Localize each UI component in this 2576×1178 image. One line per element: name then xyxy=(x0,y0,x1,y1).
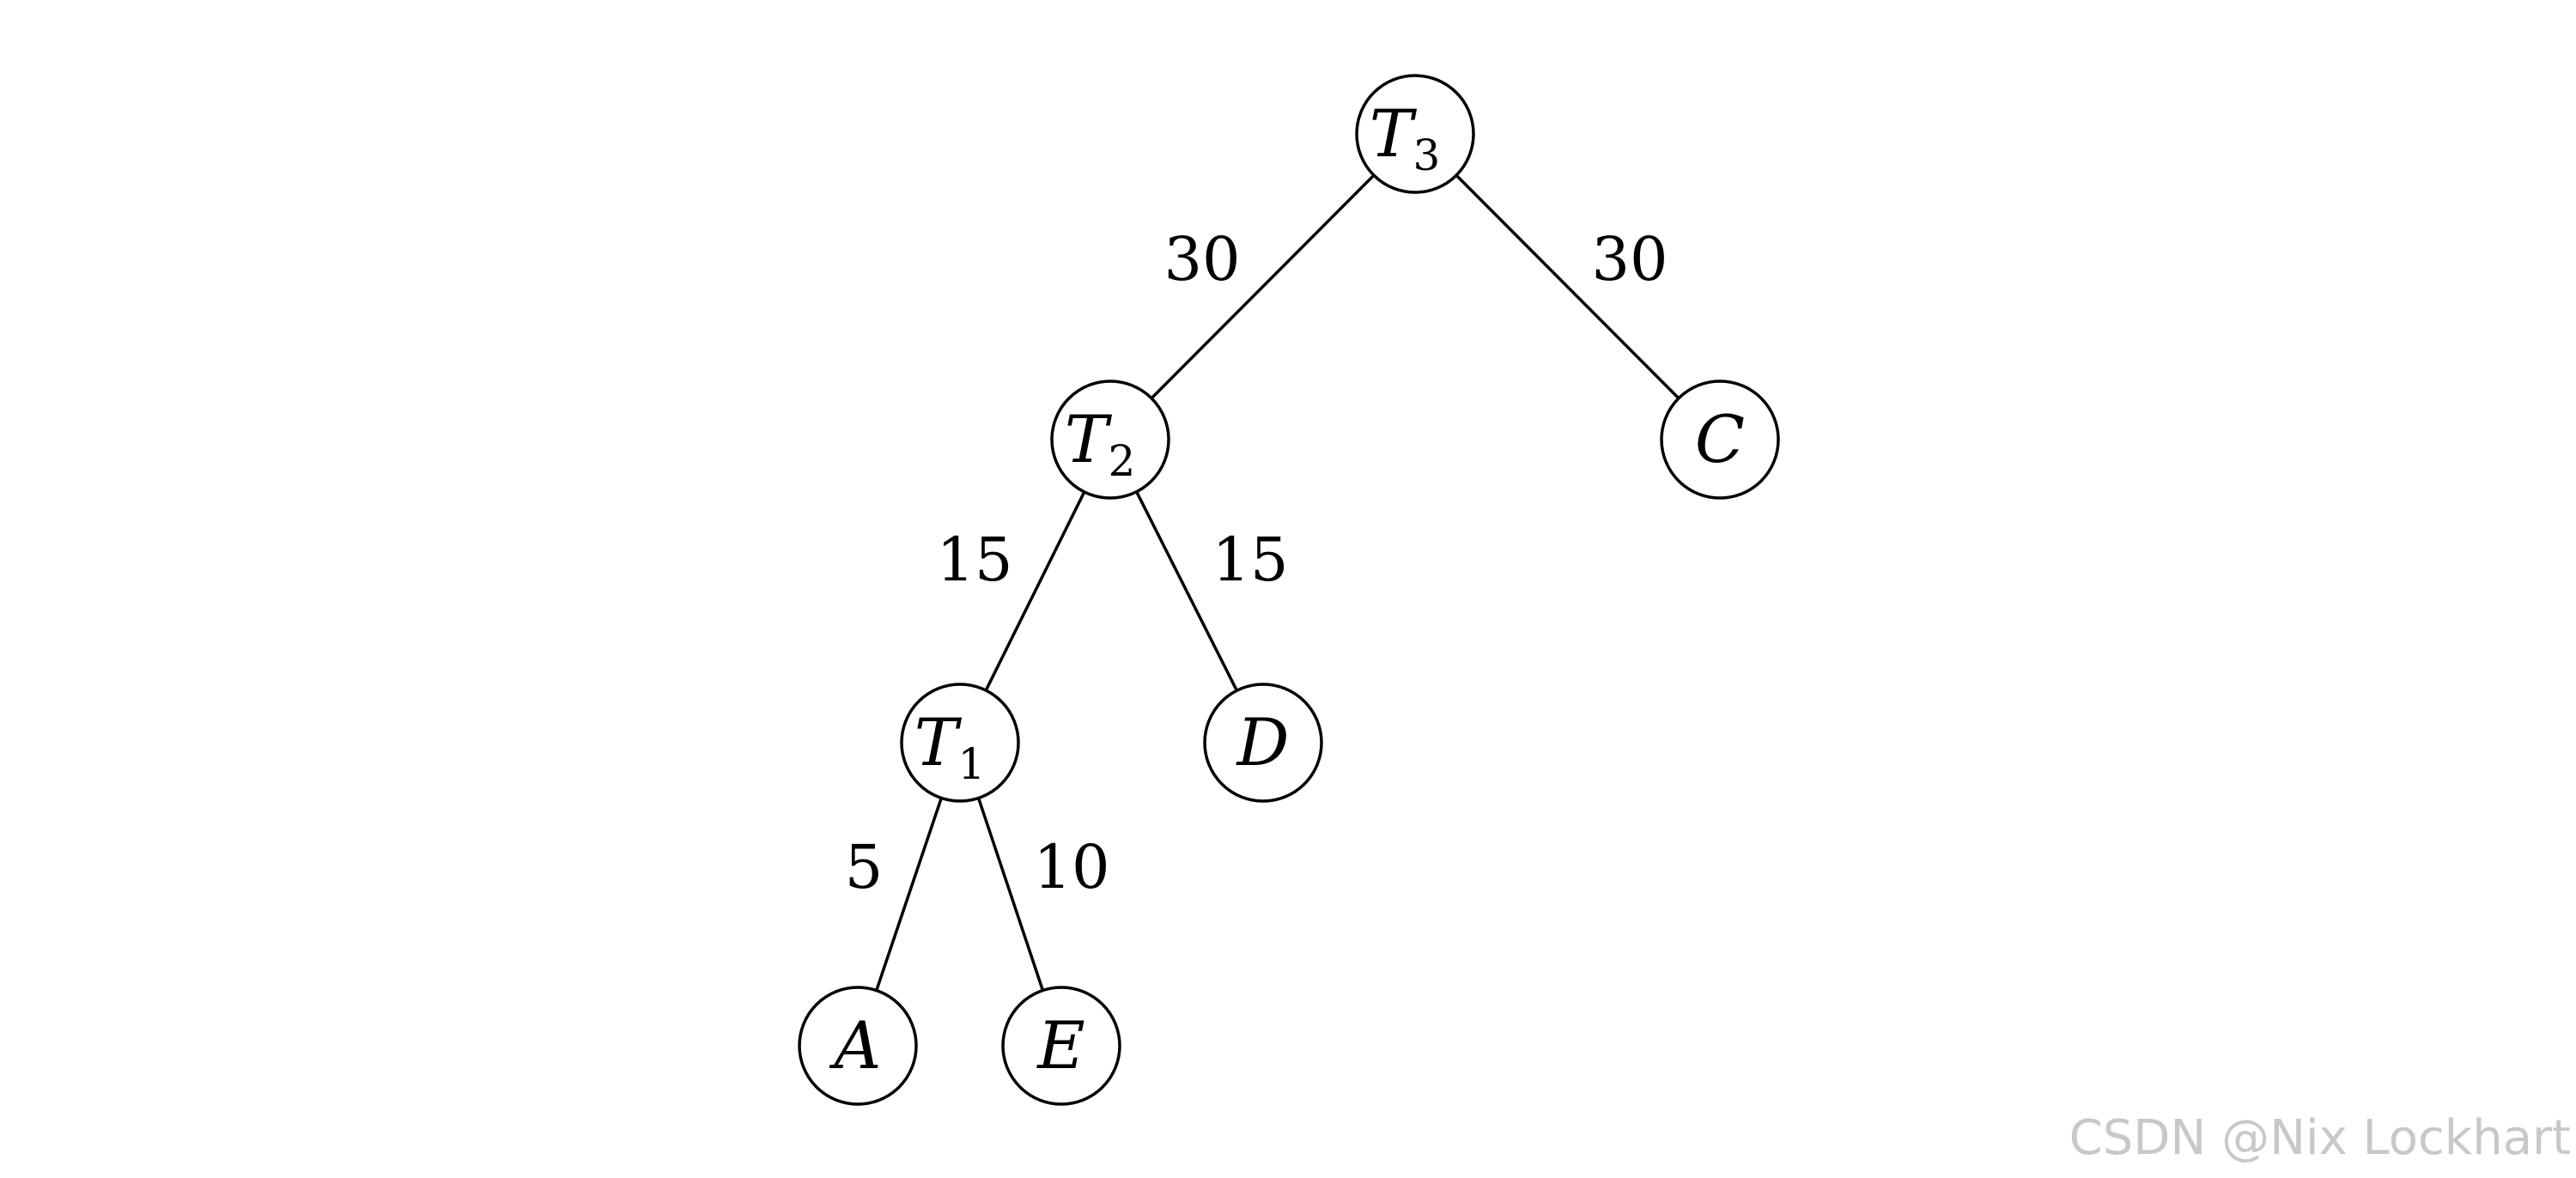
node-label-main: T xyxy=(914,704,963,780)
edge-t3-t2 xyxy=(1150,173,1376,400)
node-a: A xyxy=(798,986,918,1106)
node-label-main: D xyxy=(1236,704,1290,780)
node-label-subscript: 2 xyxy=(1108,436,1135,486)
node-circle xyxy=(1355,74,1475,194)
node-t2: T2 xyxy=(1050,380,1170,500)
node-label-main: C xyxy=(1695,401,1745,477)
node-d: D xyxy=(1203,683,1323,803)
watermark: CSDN @Nix Lockhart xyxy=(2069,1110,2571,1166)
node-label: E xyxy=(1036,1007,1084,1084)
node-label: A xyxy=(829,1007,882,1084)
edge-weight-t3-t2: 30 xyxy=(1163,224,1240,294)
node-t1: T1 xyxy=(900,683,1020,803)
node-label-main: T xyxy=(1370,95,1418,172)
node-label: D xyxy=(1236,704,1290,780)
node-e: E xyxy=(1001,986,1121,1106)
node-label: T3 xyxy=(1370,95,1441,180)
node-circle xyxy=(900,683,1020,803)
edges-layer xyxy=(875,173,1680,992)
node-label: T1 xyxy=(914,704,986,789)
edge-weight-t1-e: 10 xyxy=(1033,832,1109,902)
edge-t1-e xyxy=(976,797,1045,992)
edge-t2-t1 xyxy=(984,491,1086,691)
node-circle xyxy=(1001,986,1121,1106)
node-label-subscript: 3 xyxy=(1413,131,1440,180)
edge-weight-t3-c: 30 xyxy=(1591,224,1668,294)
node-c: C xyxy=(1660,380,1780,500)
edge-t2-d xyxy=(1135,490,1238,692)
edge-weights-layer: 30 30 15 15 5 10 xyxy=(845,224,1668,902)
node-circle xyxy=(1660,380,1780,500)
node-circle xyxy=(798,986,918,1106)
edge-t3-c xyxy=(1455,173,1680,400)
node-circle xyxy=(1050,380,1170,500)
node-label-main: T xyxy=(1065,401,1113,477)
edge-weight-t1-a: 5 xyxy=(845,832,884,902)
node-t3: T3 xyxy=(1355,74,1475,194)
node-label-main: A xyxy=(829,1007,882,1084)
edge-t1-a xyxy=(875,797,943,992)
edge-weight-t2-t1: 15 xyxy=(936,525,1012,595)
node-label: T2 xyxy=(1065,401,1136,486)
node-label: C xyxy=(1695,401,1745,477)
node-circle xyxy=(1203,683,1323,803)
node-label-subscript: 1 xyxy=(957,739,985,789)
edge-weight-t2-d: 15 xyxy=(1212,525,1288,595)
node-label-main: E xyxy=(1036,1007,1084,1084)
